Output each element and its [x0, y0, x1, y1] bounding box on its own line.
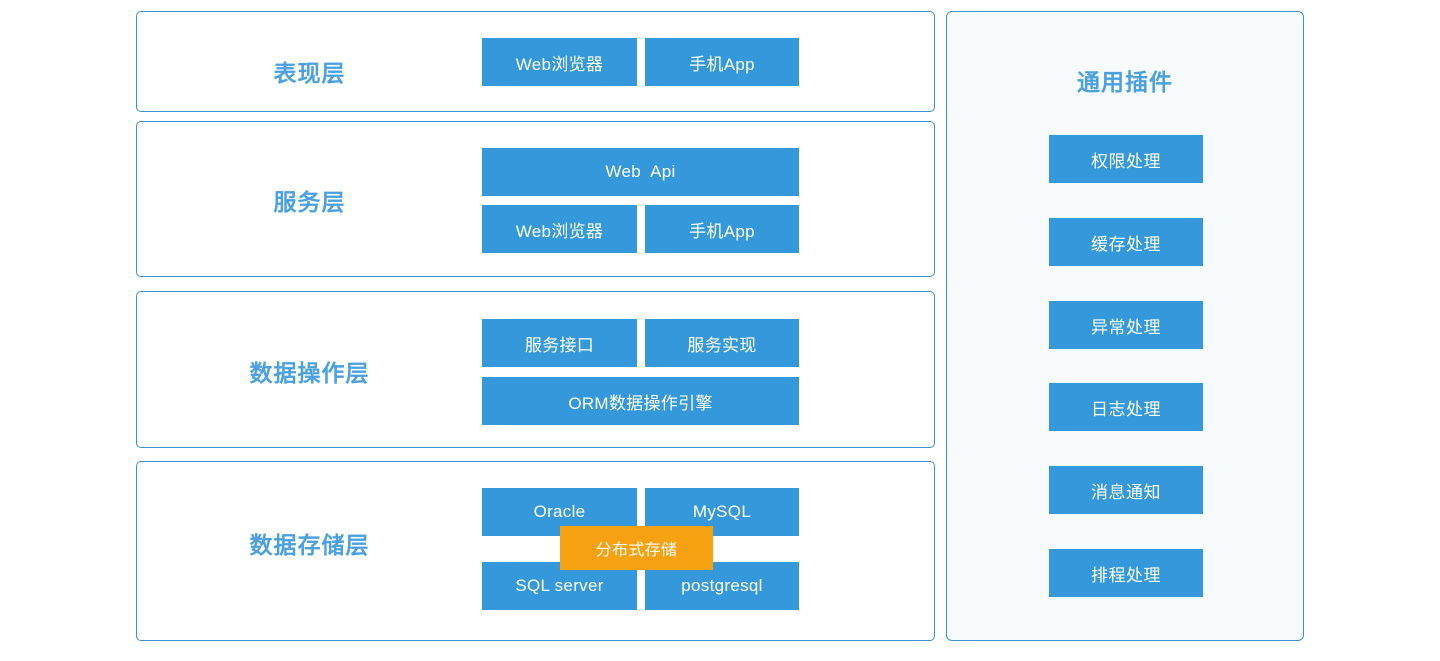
node-web-browser-service[interactable]: Web浏览器	[482, 205, 637, 253]
node-service-interface[interactable]: 服务接口	[482, 319, 637, 367]
node-oracle[interactable]: Oracle	[482, 488, 637, 536]
plugin-item-schedule[interactable]: 排程处理	[1049, 549, 1203, 597]
plugin-panel-title: 通用插件	[1077, 69, 1173, 95]
layer-card-data-operation: 数据操作层 服务接口 服务实现 ORM数据操作引擎	[136, 291, 935, 448]
plugin-item-log[interactable]: 日志处理	[1049, 383, 1203, 431]
layer-card-presentation: 表现层 Web浏览器 手机App	[136, 11, 935, 112]
layer-label-service: 服务层	[273, 189, 346, 215]
layer-label-presentation: 表现层	[273, 60, 346, 86]
node-postgresql[interactable]: postgresql	[645, 562, 799, 610]
node-orm-engine[interactable]: ORM数据操作引擎	[482, 377, 799, 425]
node-service-implementation[interactable]: 服务实现	[645, 319, 799, 367]
node-web-api[interactable]: Web Api	[482, 148, 799, 196]
layer-card-service: 服务层 Web Api Web浏览器 手机App	[136, 121, 935, 277]
layer-label-data-operation: 数据操作层	[249, 360, 370, 386]
layer-label-data-storage: 数据存储层	[249, 532, 370, 558]
plugin-item-cache[interactable]: 缓存处理	[1049, 218, 1203, 266]
plugin-item-permission[interactable]: 权限处理	[1049, 135, 1203, 183]
plugin-item-exception[interactable]: 异常处理	[1049, 301, 1203, 349]
node-distributed-storage[interactable]: 分布式存储	[560, 526, 713, 570]
node-web-browser-presentation[interactable]: Web浏览器	[482, 38, 637, 86]
plugin-item-message-notification[interactable]: 消息通知	[1049, 466, 1203, 514]
node-sql-server[interactable]: SQL server	[482, 562, 637, 610]
node-mobile-app-presentation[interactable]: 手机App	[645, 38, 799, 86]
plugin-panel: 通用插件 权限处理 缓存处理 异常处理 日志处理 消息通知 排程处理	[946, 11, 1304, 641]
layer-card-data-storage: 数据存储层 Oracle MySQL SQL server postgresql…	[136, 461, 935, 641]
node-mobile-app-service[interactable]: 手机App	[645, 205, 799, 253]
